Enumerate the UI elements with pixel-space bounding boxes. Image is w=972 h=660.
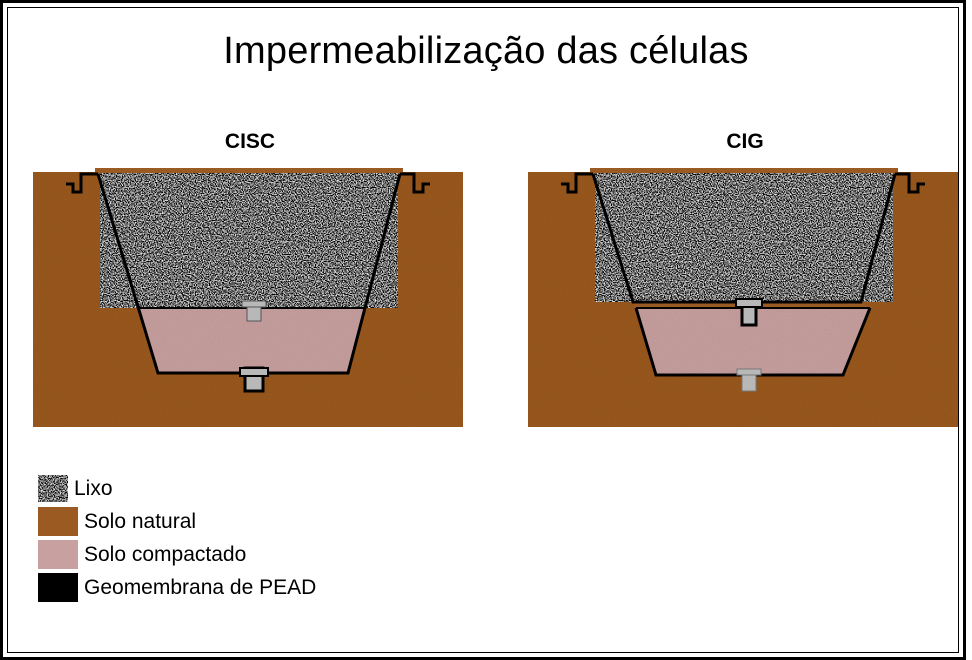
anchor-trench-right [895, 172, 925, 194]
cig-cross-section [528, 168, 958, 427]
waste-fill [595, 172, 893, 302]
legend-item-geomembrana: Geomembrana de PEAD [38, 571, 316, 604]
compacted-soil-layer [636, 308, 870, 375]
legend: Lixo Solo natural Solo compactado Geomem… [38, 472, 316, 604]
waste-swatch [38, 475, 68, 502]
drain-upper [241, 300, 267, 322]
compacted-soil-layer [138, 308, 366, 373]
anchor-trench-left [561, 172, 593, 194]
cisc-cross-section [33, 168, 463, 427]
figure-title: Impermeabilização das células [223, 30, 749, 72]
drain-lower [736, 368, 762, 392]
legend-label-solo-natural: Solo natural [84, 509, 197, 533]
legend-label-lixo: Lixo [74, 476, 113, 500]
legend-item-solo-compactado: Solo compactado [38, 538, 316, 571]
legend-item-solo-natural: Solo natural [38, 505, 316, 538]
anchor-trench-left [66, 172, 98, 194]
drain-lower [239, 366, 269, 393]
drain-upper [735, 298, 763, 327]
panel-label-cisc: CISC [224, 130, 276, 153]
legend-item-lixo: Lixo [38, 472, 316, 505]
legend-label-solo-compactado: Solo compactado [84, 542, 247, 566]
legend-label-geomembrana: Geomembrana de PEAD [84, 575, 317, 599]
top-cap [95, 168, 403, 173]
natural-soil-swatch [38, 507, 78, 536]
geomembrane-swatch [38, 573, 78, 602]
waste-fill [100, 172, 398, 308]
anchor-trench-right [400, 172, 430, 194]
panel-label-cig: CIG [726, 130, 764, 153]
compacted-soil-swatch [38, 540, 78, 569]
top-cap [590, 168, 898, 173]
